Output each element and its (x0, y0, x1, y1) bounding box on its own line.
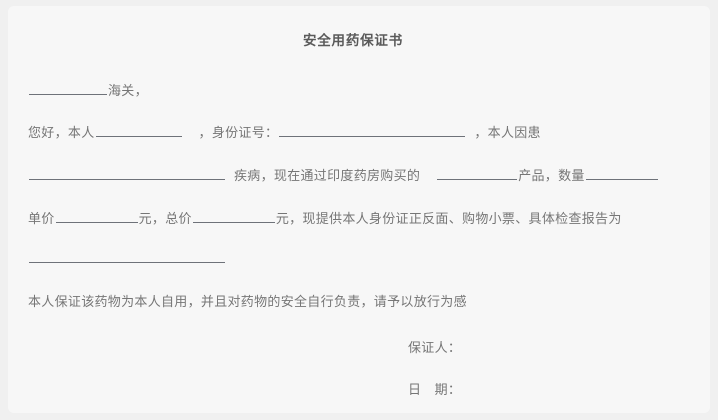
label-customs: 海关， (108, 84, 148, 99)
label-declaration: 本人保证该药物为本人自用，并且对药物的安全自行负责，请予以放行为感 (28, 295, 467, 310)
blank-unit-price-field[interactable] (55, 209, 138, 223)
document-panel: 安全用药保证书 海关， 您好，本人，身份证号：，本人因患 疾病，现在通过印度药房… (8, 6, 710, 413)
blank-disease-field[interactable] (29, 166, 225, 180)
date-label: 日 期： (408, 383, 462, 398)
label-greeting: 您好，本人 (28, 126, 95, 141)
punct-comma-2: ， (474, 126, 488, 141)
label-yuan-total: 元，总价 (138, 212, 192, 227)
punct-comma-1: ， (198, 126, 212, 141)
label-id-number: 身份证号： (211, 126, 279, 141)
date-row: 日 期： (408, 379, 461, 398)
blank-name-field[interactable] (95, 123, 182, 137)
blank-customs-field[interactable] (29, 81, 107, 95)
blank-quantity-field[interactable] (585, 166, 658, 180)
guarantor-row: 保证人： (408, 337, 461, 356)
paragraph-line-6: 本人保证该药物为本人自用，并且对药物的安全自行负责，请予以放行为感 (28, 291, 688, 310)
paragraph-line-2: 您好，本人，身份证号：，本人因患 (28, 122, 688, 141)
blank-total-price-field[interactable] (192, 209, 275, 223)
paragraph-line-1: 海关， (28, 80, 688, 99)
label-product-quantity: 产品，数量 (518, 169, 585, 184)
paragraph-line-4: 单价 元，总价 元，现提供本人身份证正反面、购物小票、具体检查报告为 (28, 208, 688, 227)
label-attachments: 元，现提供本人身份证正反面、购物小票、具体检查报告为 (275, 212, 622, 227)
blank-id-number-field[interactable] (279, 123, 466, 137)
label-because-of-illness: 本人因患 (487, 126, 541, 141)
blank-product-field[interactable] (437, 166, 518, 180)
paragraph-line-3: 疾病，现在通过印度药房购买的 产品，数量 (28, 165, 688, 184)
paragraph-line-5 (28, 249, 688, 267)
page-title: 安全用药保证书 (302, 33, 404, 49)
guarantor-label: 保证人： (408, 341, 462, 356)
blank-reports-field[interactable] (29, 249, 225, 263)
label-unit-price: 单价 (28, 212, 55, 227)
label-purchase-description: 疾病，现在通过印度药房购买的 (234, 169, 421, 184)
